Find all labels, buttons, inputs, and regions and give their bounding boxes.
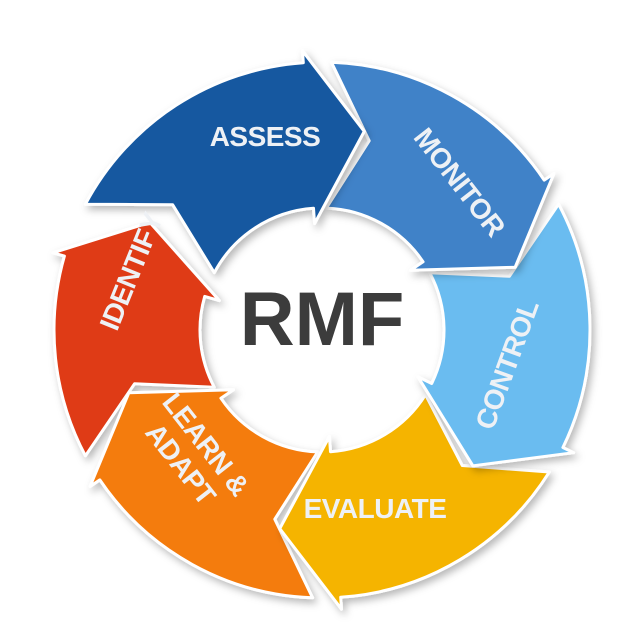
- segment-monitor-arrow: [324, 60, 556, 272]
- segment-control-arrow: [416, 202, 592, 468]
- label-assess: ASSESS: [210, 121, 321, 152]
- label-evaluate: EVALUATE: [304, 493, 447, 524]
- arrow-segments: [51, 49, 592, 611]
- segment-identify-arrow: [51, 220, 221, 458]
- center-title: RMF: [240, 277, 405, 362]
- segment-learn-adapt-arrow: [88, 388, 320, 600]
- segment-assess-arrow: [83, 49, 366, 275]
- segment-evaluate-arrow: [278, 393, 551, 611]
